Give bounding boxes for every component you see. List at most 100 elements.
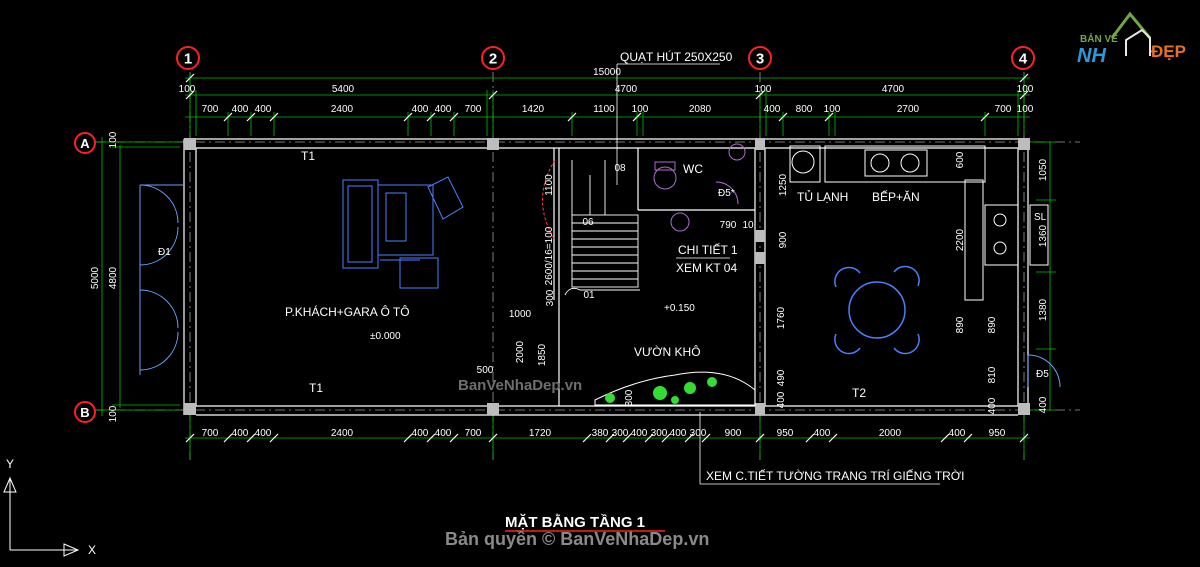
dim-interior: 890 (955, 316, 966, 333)
brand-logo: BẢN VẼ NH ĐẸP (1077, 11, 1186, 67)
dim-top-l3: 1420 (522, 104, 545, 115)
dim-top-l3: 1100 (593, 104, 615, 115)
axis-bubble-2: 2 (481, 46, 505, 70)
dim-bottom: 1720 (529, 428, 552, 439)
sofa-set (342, 176, 464, 289)
dim-top-l3: 800 (796, 104, 813, 115)
label-pkhach: P.KHÁCH+GARA Ô TÔ (285, 304, 410, 319)
dim-top-l3: 700 (202, 104, 219, 115)
dim-top-l2: 100 (179, 84, 196, 95)
dim-bottom: 400 (631, 428, 648, 439)
dim-interior: 300 (545, 289, 556, 306)
label-d5b: Đ5 (1036, 369, 1049, 380)
columns (184, 138, 1030, 415)
dim-bottom: 400 (435, 428, 452, 439)
drawing-title: MẶT BẰNG TẦNG 1 (505, 513, 645, 531)
door-swing-arc (542, 159, 556, 241)
dim-bottom: 380 (592, 428, 609, 439)
dim-bottom: 400 (255, 428, 272, 439)
dim-top-l2: 100 (1017, 84, 1034, 95)
dim-left-5000: 5000 (90, 266, 101, 289)
axis-bubble-4: 4 (1011, 46, 1035, 70)
svg-text:4: 4 (1019, 51, 1028, 68)
top-dimension-lines (185, 74, 1030, 136)
dim-overall: 15000 (593, 67, 621, 78)
dim-interior: 01 (583, 290, 595, 301)
walls (183, 138, 1029, 416)
dim-interior: 300 (624, 389, 635, 406)
dim-interior: 08 (614, 163, 626, 174)
axis-bubble-B: B (74, 401, 96, 423)
label-t1-bottom: T1 (309, 381, 323, 395)
copyright-text: Bản quyền © BanVeNhaDep.vn (445, 529, 709, 549)
label-d5a: Đ5* (718, 188, 735, 199)
ucs-x-label: X (88, 543, 96, 557)
label-quat: QUẠT HÚT 250X250 (620, 49, 733, 64)
dim-interior: 400 (776, 391, 787, 408)
label-d1: Đ1 (158, 247, 171, 258)
label-wc: WC (683, 162, 703, 176)
svg-text:A: A (80, 136, 90, 151)
dim-bottom: 400 (232, 428, 249, 439)
dim-bottom: 950 (777, 428, 794, 439)
dry-garden (594, 371, 756, 406)
watermark-text: BanVeNhaDep.vn (458, 377, 582, 394)
dim-top-l3: 2080 (689, 104, 712, 115)
grid-lines (95, 72, 1080, 460)
dim-bottom: 400 (412, 428, 429, 439)
dim-top-l3: 100 (632, 104, 649, 115)
dim-left-100: 100 (108, 405, 119, 422)
dim-right: 1360 (1038, 224, 1049, 247)
logo-mid-text: NH (1077, 45, 1106, 67)
dining-table (834, 265, 920, 355)
dim-bottom: 2000 (879, 428, 902, 439)
dim-top-l3: 400 (255, 104, 272, 115)
svg-text:1: 1 (184, 51, 192, 68)
dim-right: 400 (1038, 396, 1049, 413)
label-t2: T2 (852, 386, 866, 400)
dim-bottom: 300 (651, 428, 668, 439)
dim-bottom: 700 (465, 428, 482, 439)
dim-right: 1380 (1038, 298, 1049, 321)
bottom-dimension-lines (185, 416, 1030, 458)
logo-top-text: BẢN VẼ (1080, 32, 1118, 45)
label-chitiet1: CHI TIẾT 1 (678, 242, 738, 257)
svg-text:B: B (80, 405, 89, 420)
dim-top-l3: 400 (232, 104, 249, 115)
label-tulanh: TỦ LẠNH (797, 189, 848, 204)
dim-interior: 890 (987, 316, 998, 333)
wc-fixtures (653, 143, 746, 232)
dim-interior: 600 (955, 151, 966, 168)
dim-bottom: 700 (202, 428, 219, 439)
top-dimension-ticks (185, 73, 1029, 122)
label-xemct: XEM C.TIẾT TƯỜNG TRANG TRÍ GIẾNG TRỜI (706, 468, 964, 483)
dim-bottom: 950 (989, 428, 1006, 439)
dim-top-l3: 2700 (897, 104, 920, 115)
dim-top-l2: 5400 (332, 84, 355, 95)
dim-interior: 2600/16=100 (544, 226, 555, 285)
dim-bottom: 300 (612, 428, 629, 439)
dim-left-100: 100 (108, 131, 119, 148)
leader-lines (616, 63, 940, 485)
dim-bottom: 2400 (331, 428, 354, 439)
dim-bottom: 400 (949, 428, 966, 439)
label-level-0: ±0.000 (370, 331, 401, 342)
axis-bubble-1: 1 (176, 46, 200, 70)
svg-text:3: 3 (756, 51, 764, 68)
ucs-icon (3, 476, 80, 557)
dim-interior: 400 (987, 397, 998, 414)
dim-top-l3: 700 (465, 104, 482, 115)
svg-text:2: 2 (489, 51, 497, 68)
label-vuonkho: VƯỜN KHÔ (634, 344, 701, 359)
dim-interior: 1000 (509, 309, 532, 320)
dim-bottom: 400 (670, 428, 687, 439)
dim-interior: 490 (776, 369, 787, 386)
dim-interior: 06 (582, 217, 594, 228)
dim-bottom: 400 (814, 428, 831, 439)
front-folding-doors (139, 184, 184, 375)
dim-interior: 2200 (955, 228, 966, 251)
label-bep: BẾP+ĂN (872, 189, 920, 204)
dim-interior: 900 (778, 231, 789, 248)
dim-bottom: 300 (690, 428, 707, 439)
